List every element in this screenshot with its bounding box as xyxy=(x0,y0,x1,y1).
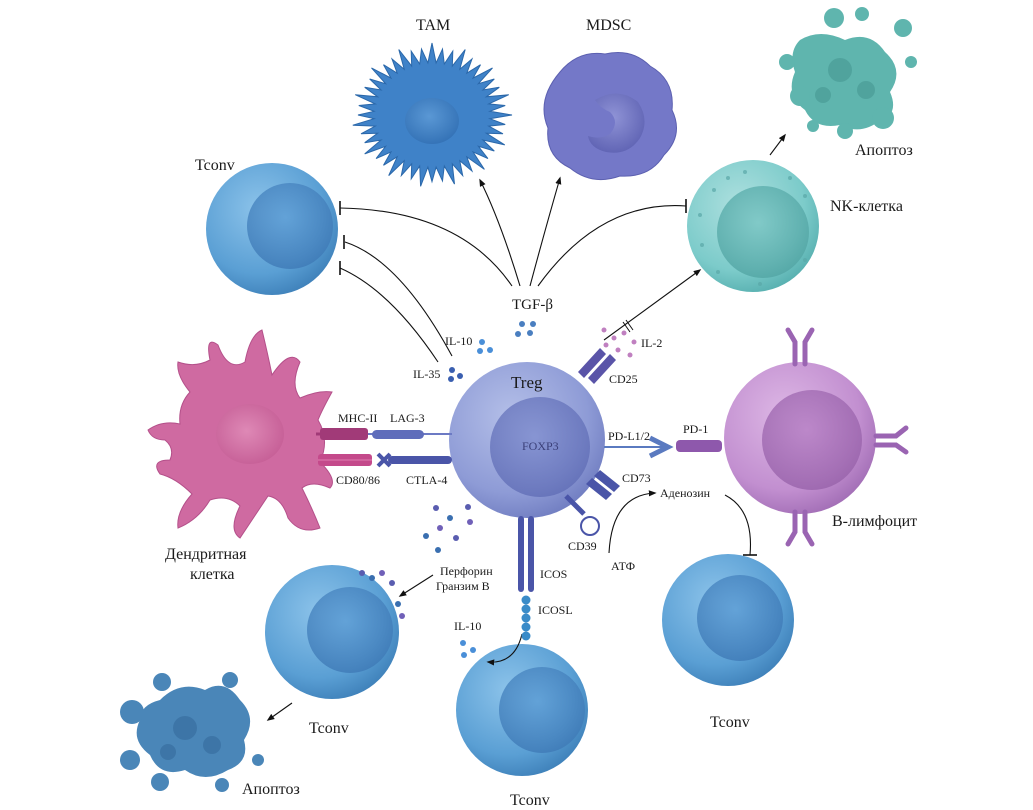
il10-bottom-label: IL-10 xyxy=(454,619,481,633)
cd73-label: CD73 xyxy=(622,471,651,485)
tconv-top-label: Tconv xyxy=(195,157,235,174)
cd80-86-molecule xyxy=(318,454,372,466)
granzyme-label: Гранзим В xyxy=(436,579,490,593)
perforin-label: Перфорин xyxy=(440,564,493,578)
il35-label: IL-35 xyxy=(413,367,440,381)
left-apoptosis-label: Апоптоз xyxy=(242,781,300,798)
tconv-top-cell xyxy=(206,163,338,295)
nk-apoptosis-bodies xyxy=(779,7,917,139)
tconv-right-label: Tconv xyxy=(710,714,750,731)
tam-label: TAM xyxy=(416,17,450,34)
cd39-label: CD39 xyxy=(568,539,597,553)
icos-label: ICOS xyxy=(540,567,567,581)
icosl-molecule xyxy=(521,595,531,641)
mdsc-cell xyxy=(543,52,677,181)
il10-top-label: IL-10 xyxy=(445,334,472,348)
pd1-label: PD-1 xyxy=(683,422,708,436)
tconv-bottom-cell xyxy=(456,644,588,776)
il35-dots xyxy=(448,367,463,382)
b-cell-receptors xyxy=(785,327,909,547)
pd-l1-label: PD-L1/2 xyxy=(608,429,650,443)
tconv-left-cell xyxy=(265,565,399,699)
perforin-on-target-dots xyxy=(359,570,405,619)
lag3-molecule xyxy=(368,430,452,439)
ctla4-molecule xyxy=(376,452,452,468)
cd39-molecule xyxy=(564,494,600,536)
il10-bottom-dots xyxy=(460,640,476,658)
nk-cell-label: NK-клетка xyxy=(830,198,903,215)
tgf-beta-dots xyxy=(515,321,536,337)
il2-label: IL-2 xyxy=(641,336,662,350)
icos-molecule xyxy=(518,516,534,592)
treg-cell xyxy=(449,362,605,518)
mhc2-label: MHC-II xyxy=(338,411,377,425)
tconv-left-label: Tconv xyxy=(309,720,349,737)
foxp3-label: FOXP3 xyxy=(522,439,559,453)
arrows xyxy=(266,133,786,721)
mhc2-molecule xyxy=(316,428,368,440)
il2-dots xyxy=(601,327,637,358)
cd73-molecule xyxy=(586,470,620,500)
nk-apoptosis-shading xyxy=(815,58,875,103)
cd80-86-label: CD80/86 xyxy=(336,473,380,487)
mdsc-label: MDSC xyxy=(586,17,631,34)
dendritic-label-line1: Дендритная xyxy=(165,546,247,563)
icosl-label: ICOSL xyxy=(538,603,573,617)
left-apoptosis-shading xyxy=(160,716,221,760)
b-cell xyxy=(724,362,876,514)
pd-l1-molecule xyxy=(604,435,674,459)
nk-cell xyxy=(687,160,819,292)
il10-top-dots xyxy=(477,339,493,354)
dendritic-cell xyxy=(147,329,333,539)
b-cell-label: B-лимфоцит xyxy=(832,513,917,530)
dendritic-label-line2: клетка xyxy=(190,566,234,583)
tconv-right-cell xyxy=(662,554,794,686)
tconv-bottom-label: Tconv xyxy=(510,792,550,809)
ctla4-label: CTLA-4 xyxy=(406,473,447,487)
adenosine-label: Аденозин xyxy=(660,486,711,500)
treg-label: Treg xyxy=(511,373,543,392)
lag3-label: LAG-3 xyxy=(390,411,425,425)
pd1-molecule xyxy=(676,440,722,452)
tgf-beta-label: TGF-β xyxy=(512,297,553,313)
perforin-granzyme-dots xyxy=(423,504,473,553)
cd25-label: CD25 xyxy=(609,372,638,386)
nk-apoptosis-label: Апоптоз xyxy=(855,142,913,159)
atp-label: АТФ xyxy=(611,559,635,573)
cd25-molecule xyxy=(578,348,616,384)
tam-cell xyxy=(352,42,513,187)
